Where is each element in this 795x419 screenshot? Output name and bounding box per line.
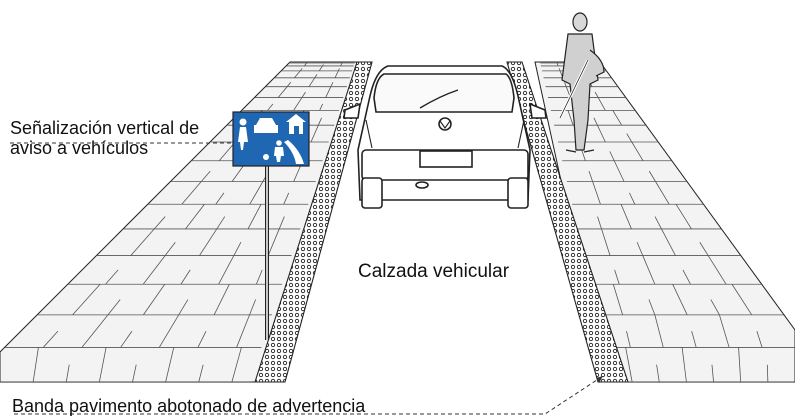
band-leader-line xyxy=(14,375,604,415)
vertical-sign xyxy=(232,111,310,340)
roadway-label: Calzada vehicular xyxy=(358,261,510,282)
warning-band-right xyxy=(506,61,629,383)
vertical-signal-label-line2: aviso a vehículos xyxy=(10,138,149,158)
vertical-signal-label: Señalización vertical de aviso a vehícul… xyxy=(10,118,199,158)
child-icon xyxy=(274,140,284,162)
house-icon xyxy=(286,114,306,134)
person-with-cane-icon xyxy=(558,12,605,153)
warning-band-left xyxy=(254,61,373,383)
pedestrian-icon xyxy=(238,118,248,150)
warning-band-label: Banda pavimento abotonado de advertencia xyxy=(12,396,366,416)
car-icon xyxy=(254,118,278,133)
ball-icon xyxy=(263,154,269,160)
vertical-signal-label-line1: Señalización vertical de xyxy=(10,118,200,138)
vehicle-emblem-icon xyxy=(438,117,452,131)
car-rear-view xyxy=(343,65,547,209)
